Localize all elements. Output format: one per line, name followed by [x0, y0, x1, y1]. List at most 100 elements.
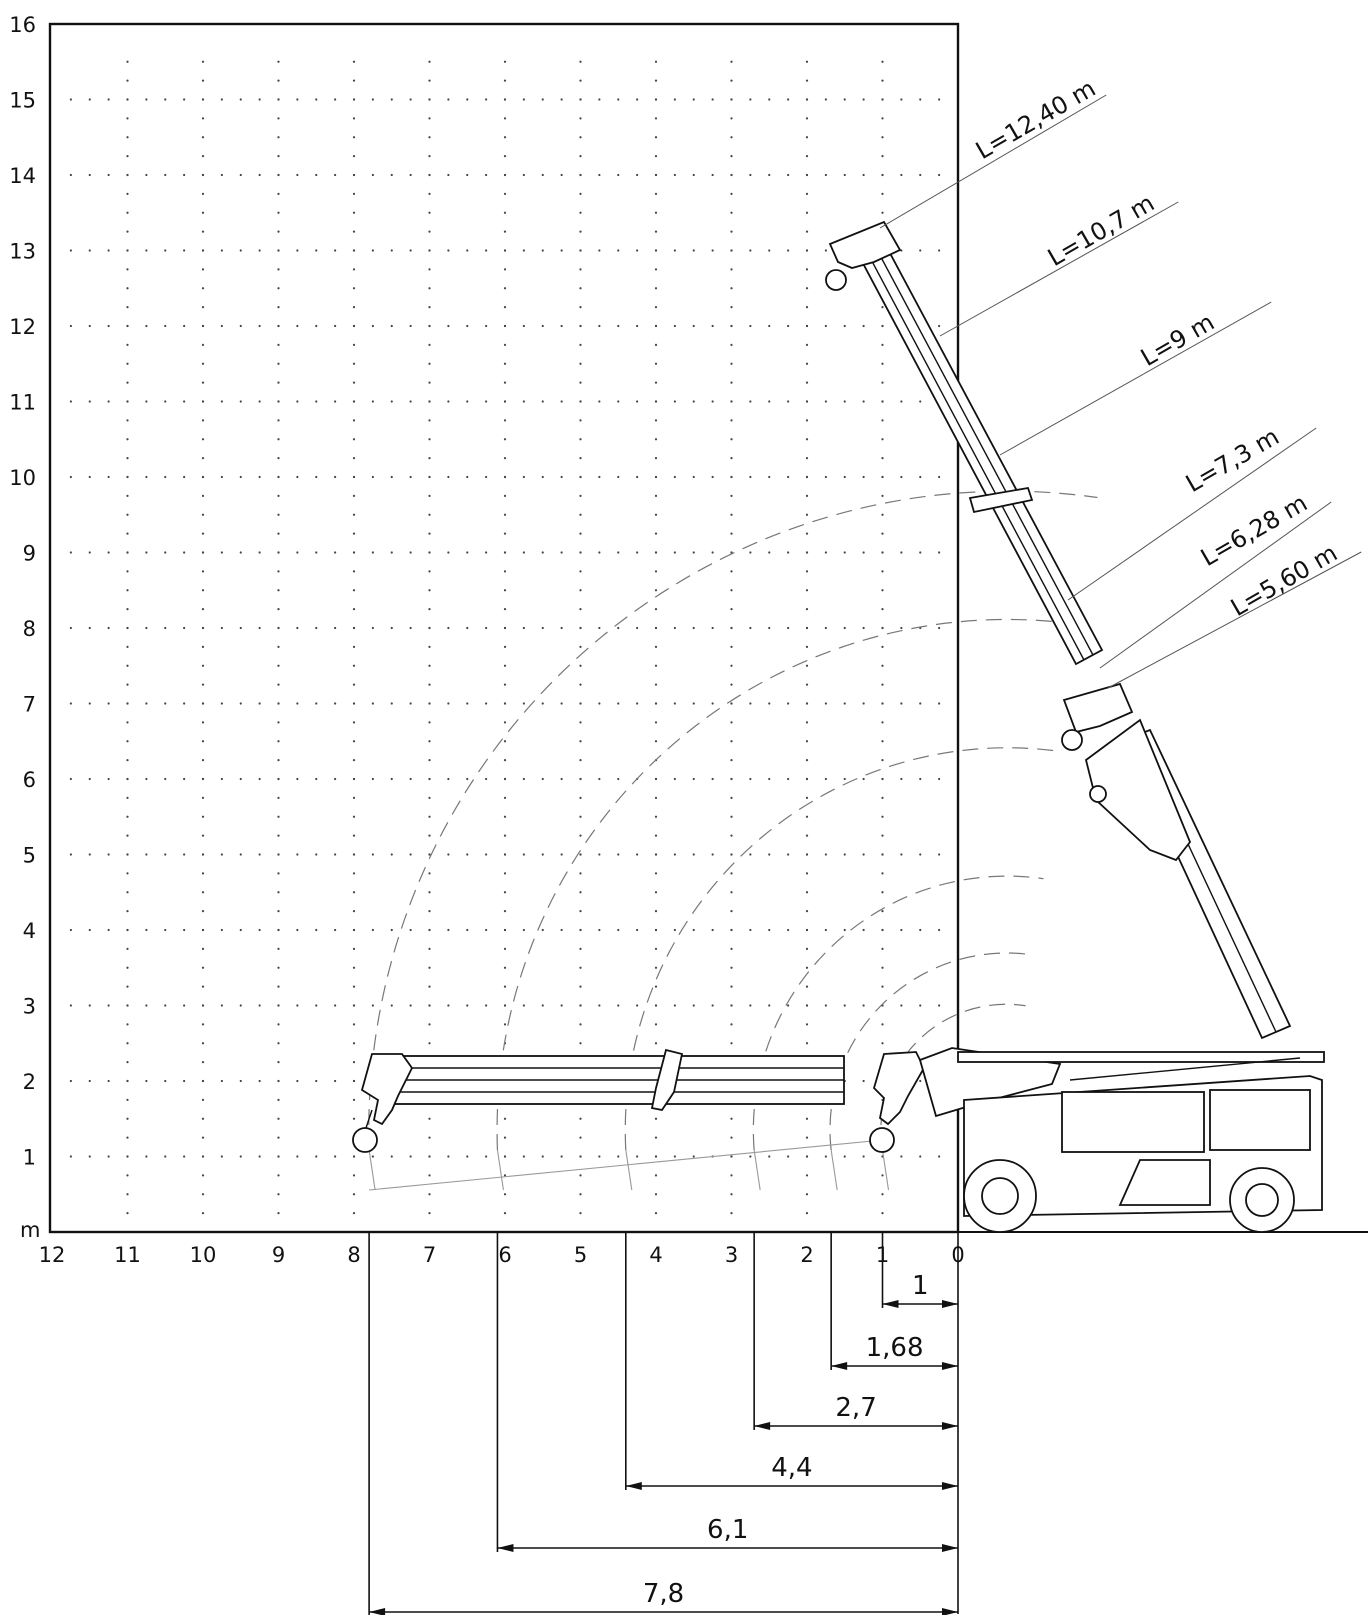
grid-dot: [579, 740, 582, 743]
grid-dot: [503, 230, 507, 233]
grid-dot: [296, 1155, 299, 1158]
grid-dot: [522, 853, 525, 856]
grid-dot: [88, 1079, 91, 1083]
dimension-arrow-right: [942, 1482, 958, 1490]
grid-dot: [277, 211, 280, 214]
grid-dot: [428, 419, 431, 422]
grid-dot: [692, 324, 695, 328]
grid-dot: [881, 419, 884, 422]
grid-dot: [579, 324, 582, 328]
grid-dot: [503, 98, 507, 101]
x-tick-label: 4: [649, 1243, 662, 1267]
grid-dot: [126, 494, 129, 497]
grid-dot: [428, 853, 431, 856]
grid-dot: [824, 777, 827, 781]
grid-dot: [503, 494, 507, 497]
grid-dot: [466, 324, 469, 328]
grid-dot: [277, 79, 280, 82]
grid-dot: [277, 475, 280, 479]
grid-dot: [201, 532, 205, 535]
y-tick-label: 5: [23, 844, 36, 868]
grid-dot: [201, 626, 205, 630]
grid-dot: [673, 98, 676, 101]
grid-dot: [654, 324, 658, 328]
grid-dot: [69, 324, 72, 328]
reach-arc-foot: [625, 1149, 633, 1191]
grid-dot: [805, 192, 809, 195]
grid-dot: [277, 324, 280, 328]
grid-dot: [409, 928, 412, 932]
grid-dot: [352, 457, 356, 460]
grid-dot: [126, 815, 129, 818]
grid-dot: [579, 457, 582, 460]
grid-dot: [183, 324, 186, 328]
grid-dot: [201, 98, 205, 101]
grid-dot: [69, 777, 72, 781]
grid-dot: [352, 1193, 356, 1196]
grid-dot: [352, 815, 356, 818]
grid-dot: [390, 853, 393, 856]
grid-dot: [503, 362, 507, 365]
grid-dot: [862, 475, 865, 479]
grid-dot: [579, 117, 582, 120]
grid-dot: [730, 249, 733, 252]
grid-dot: [88, 626, 91, 630]
grid-dot: [126, 664, 129, 667]
grid-dot: [277, 1212, 280, 1215]
grid-dot: [352, 1098, 356, 1101]
grid-dot: [277, 1155, 280, 1158]
dimension-arrow-right: [942, 1300, 958, 1308]
grid-dot: [654, 834, 658, 837]
grid-dot: [126, 551, 129, 554]
grid-dot: [164, 1155, 167, 1158]
grid-dot: [277, 702, 280, 705]
grid-dot: [390, 1004, 393, 1007]
boom-horizontal-clamp: [650, 1048, 684, 1112]
grid-dot: [881, 645, 884, 648]
grid-dot: [824, 928, 827, 932]
grid-dot: [352, 721, 356, 724]
grid-dot: [428, 777, 431, 781]
x-tick-label: 9: [272, 1243, 285, 1267]
grid-dot: [88, 853, 91, 856]
grid-dot: [503, 1174, 507, 1177]
grid-dot: [352, 79, 356, 82]
grid-dot: [352, 268, 356, 271]
grid-dot: [88, 928, 91, 932]
grid-dot: [787, 400, 790, 403]
grid-dot: [428, 475, 431, 479]
grid-dot: [126, 1212, 129, 1215]
grid-dot: [126, 1174, 129, 1177]
grid-dot: [805, 721, 809, 724]
grid-dot: [352, 306, 356, 309]
reach-arc-foot: [496, 1149, 504, 1191]
grid-dot: [919, 928, 922, 932]
grid-dot: [541, 928, 544, 932]
grid-dot: [239, 1155, 242, 1158]
grid-dot: [654, 608, 658, 611]
grid-dot: [579, 645, 582, 648]
grid-dot: [239, 853, 242, 856]
grid-dot: [673, 626, 676, 630]
grid-dot: [805, 796, 809, 799]
grid-dot: [503, 910, 507, 913]
grid-dot: [164, 249, 167, 252]
grid-dot: [352, 1212, 356, 1215]
grid-dot: [277, 589, 280, 592]
grid-dot: [579, 702, 582, 705]
grid-dot: [277, 759, 280, 762]
grid-dot: [183, 777, 186, 781]
grid-dot: [201, 985, 205, 988]
boom-upper-inner-line-2: [874, 245, 1094, 656]
grid-dot: [862, 551, 865, 554]
grid-dot: [258, 324, 261, 328]
boom-upper-head: [828, 220, 902, 269]
reach-arc-foot: [830, 1149, 838, 1191]
grid-dot: [692, 475, 695, 479]
grid-dot: [787, 702, 790, 705]
grid-dot: [69, 1004, 72, 1007]
grid-dot: [692, 928, 695, 932]
grid-dot: [881, 192, 884, 195]
grid-dot: [220, 400, 223, 403]
